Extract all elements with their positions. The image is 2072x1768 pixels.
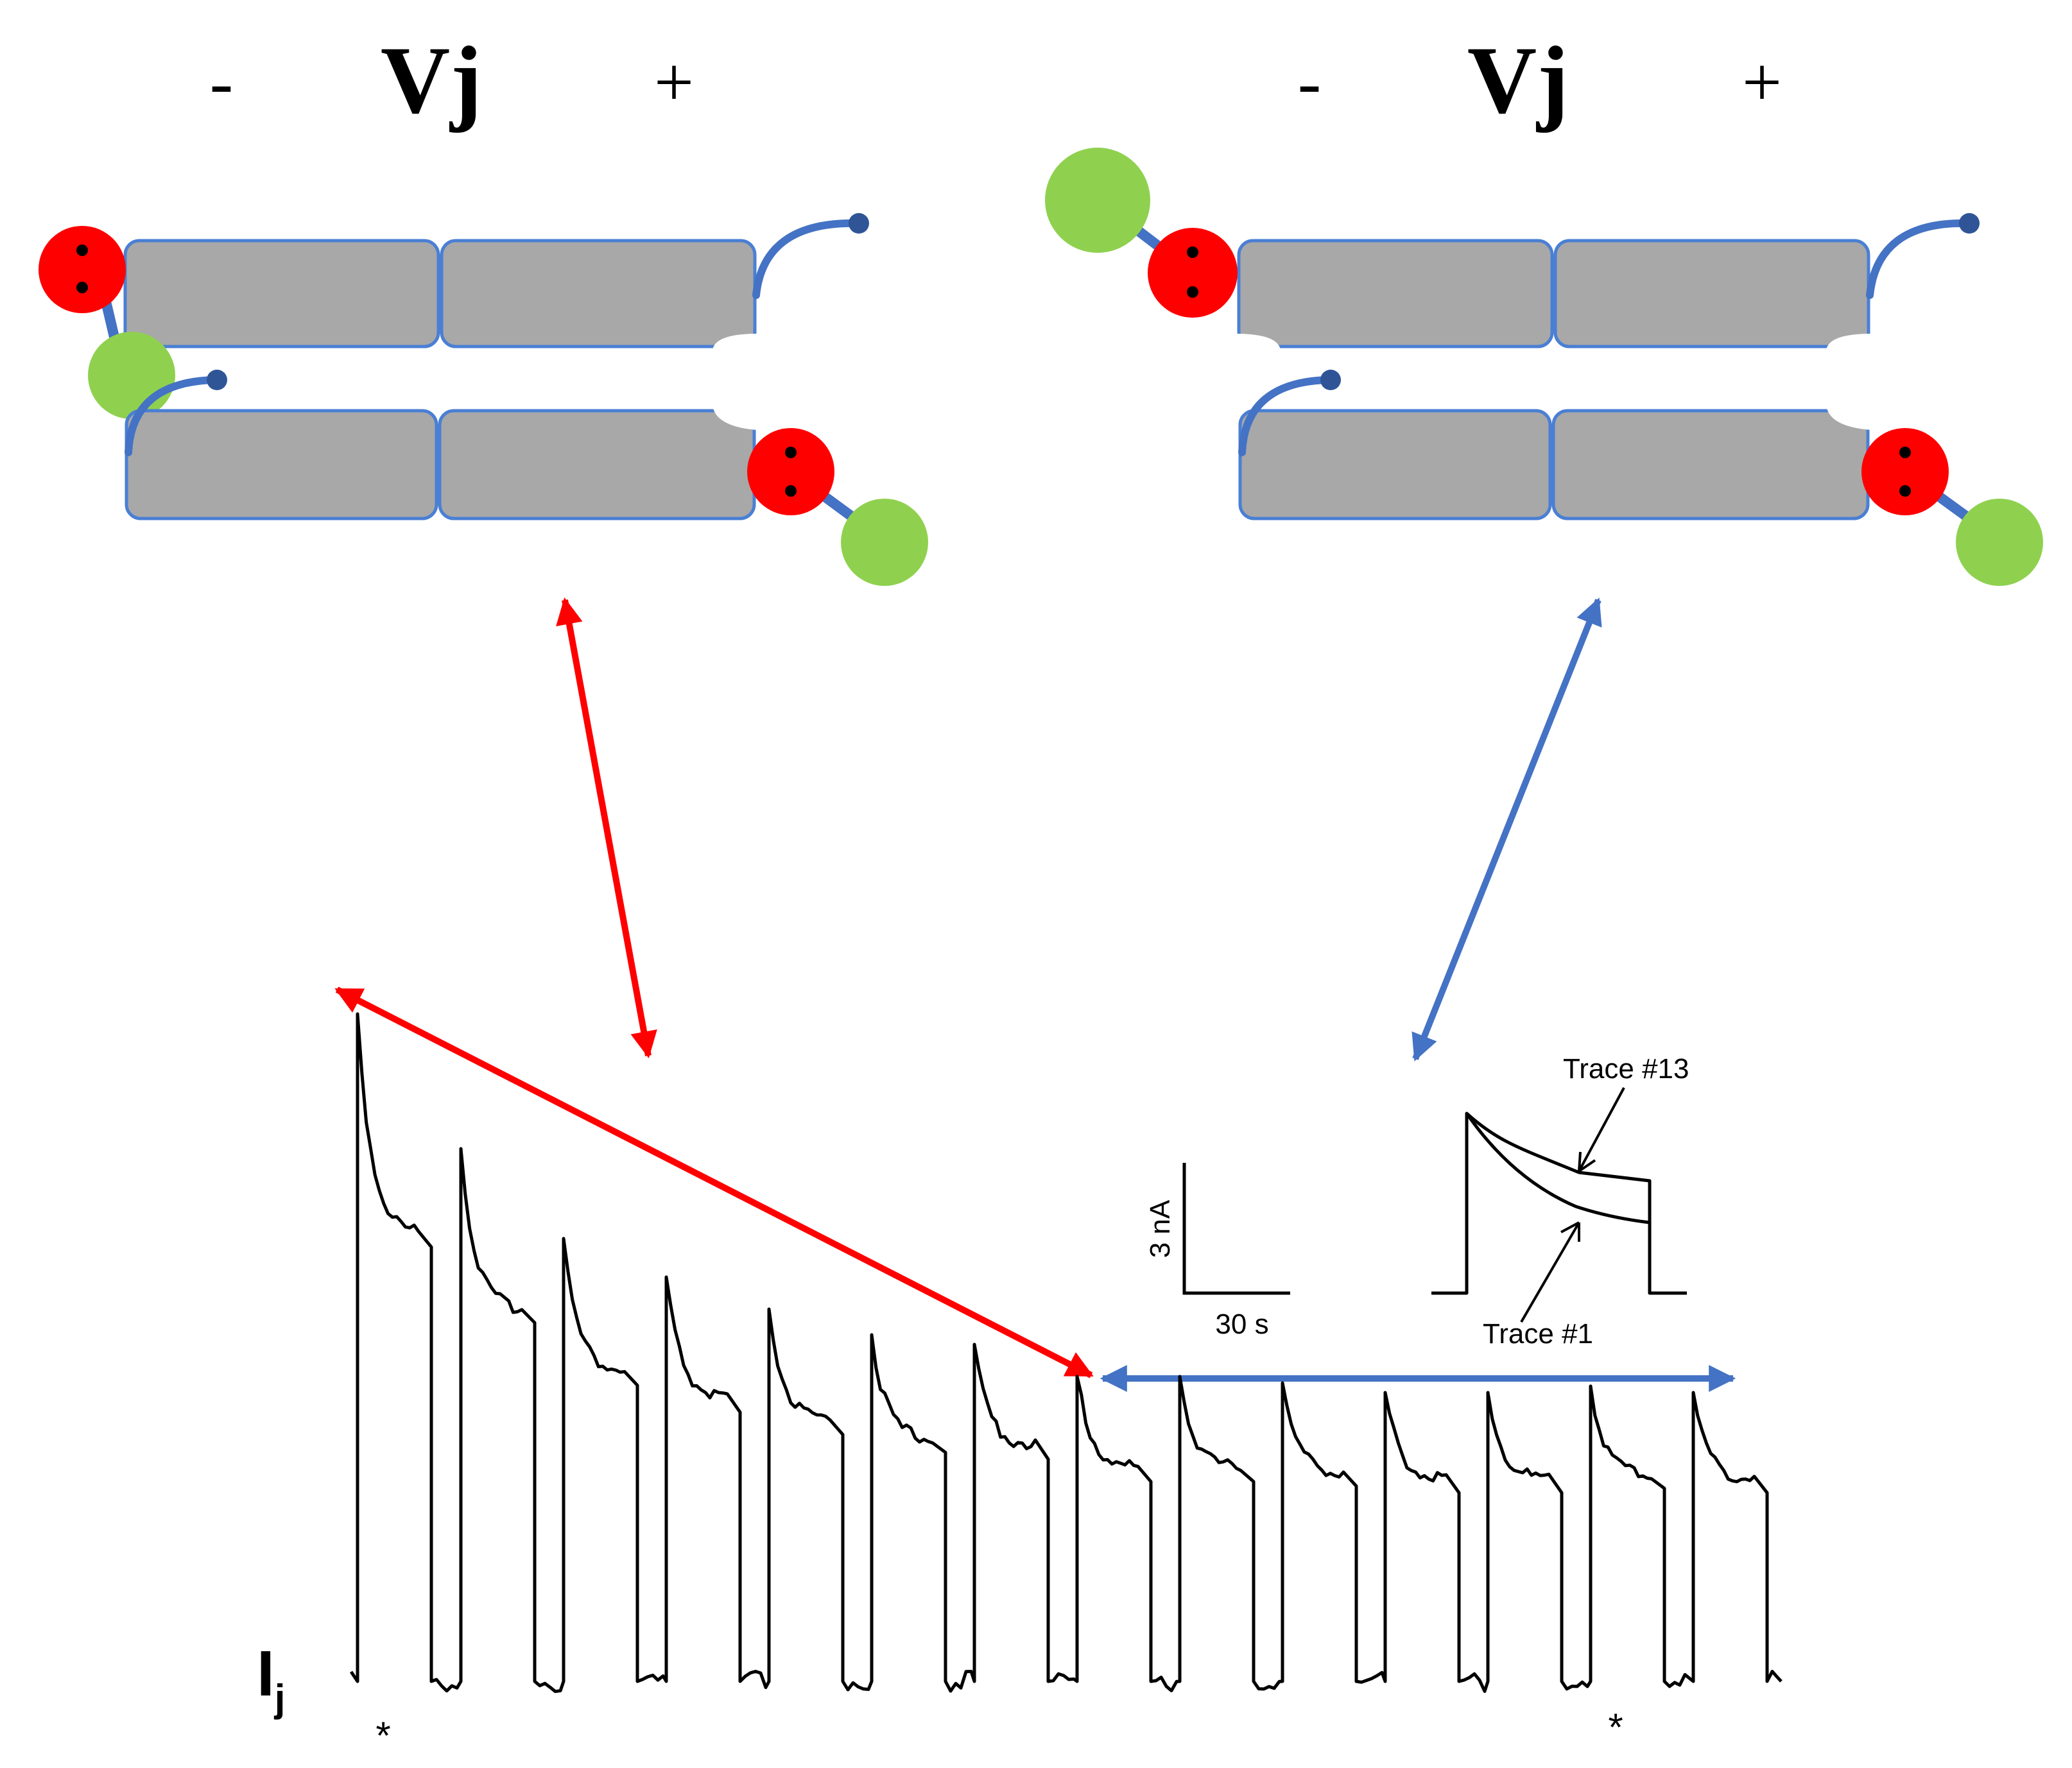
first-trace-marker: * xyxy=(376,1714,390,1757)
trace-1-label: Trace #1 xyxy=(1483,1318,1593,1350)
junctional-current-trace xyxy=(349,1012,1783,1694)
inset-comparison: 3 nA 30 s Trace #13 Trace #1 xyxy=(1144,1053,1689,1350)
right-top-gate-notch-right xyxy=(1826,334,1871,350)
left-bottom-connexin-b xyxy=(438,409,756,520)
trace-1-pointer-head xyxy=(1560,1221,1580,1242)
right-bottom-connexin-a xyxy=(1238,409,1552,520)
right-top-connexin-b xyxy=(1553,239,1870,348)
right-bottom-tether-arm xyxy=(1238,376,1333,456)
left-top-red-domain xyxy=(39,226,126,313)
inset-trace-1 xyxy=(1465,1112,1650,1224)
right-vj-label: Vj xyxy=(1467,27,1569,133)
right-bottom-gate-notch xyxy=(1826,406,1871,430)
right-bottom-green-domain xyxy=(1956,499,2043,586)
right-top-red-domain xyxy=(1148,228,1238,318)
right-bottom-red-dot-1 xyxy=(1899,447,1911,458)
right-bottom-red-dot-2 xyxy=(1899,485,1911,497)
left-bottom-red-domain xyxy=(747,428,834,515)
right-top-green-domain xyxy=(1045,148,1150,253)
right-bottom-tether-knob xyxy=(1320,370,1341,390)
left-top-gate-notch xyxy=(712,334,757,350)
right-bottom-connexin-b xyxy=(1551,409,1870,520)
right-top-hemichannel xyxy=(1045,148,1980,350)
left-bottom-red-dot-2 xyxy=(785,485,797,497)
left-bottom-gate-notch xyxy=(712,406,757,430)
left-top-tether-knob xyxy=(849,213,869,234)
right-top-tether-arm xyxy=(1866,219,1971,299)
scale-bar-y-label: 3 nA xyxy=(1144,1199,1176,1258)
right-minus-sign: - xyxy=(1298,43,1322,121)
right-panel: - Vj + xyxy=(1045,27,2043,586)
left-minus-sign: - xyxy=(210,43,234,121)
right-bottom-hemichannel xyxy=(1238,370,2043,586)
left-bottom-tether-arm xyxy=(125,376,219,456)
ij-axis-label: Ij xyxy=(257,1638,285,1720)
last-trace-marker: * xyxy=(1608,1706,1623,1749)
trace-13-label: Trace #13 xyxy=(1563,1053,1689,1085)
right-top-tether-knob xyxy=(1959,213,1980,234)
left-vj-label: Vj xyxy=(381,27,482,133)
left-panel: - Vj + xyxy=(39,27,928,586)
left-bottom-red-dot-1 xyxy=(785,447,797,458)
left-top-connexin-b xyxy=(440,239,757,348)
scale-bar-x-label: 30 s xyxy=(1215,1309,1268,1340)
right-top-connexin-a xyxy=(1237,239,1554,348)
right-top-red-dot-1 xyxy=(1187,246,1198,258)
blue-connector-arrow xyxy=(1412,597,1602,1061)
right-top-gate-notch-left xyxy=(1236,334,1281,350)
left-top-green-domain xyxy=(88,332,175,419)
right-top-red-dot-2 xyxy=(1187,286,1198,298)
ij-label-main: I xyxy=(257,1638,275,1710)
scale-bar xyxy=(1182,1163,1290,1295)
inset-trace-13 xyxy=(1431,1111,1687,1295)
left-bottom-green-domain xyxy=(841,499,928,586)
left-plus-sign: + xyxy=(654,43,694,121)
trace-1-pointer xyxy=(1520,1221,1580,1323)
right-bottom-red-domain xyxy=(1861,428,1949,515)
left-top-red-dot-1 xyxy=(76,245,88,256)
red-connector-arrow xyxy=(556,597,657,1059)
trace-13-pointer-head xyxy=(1578,1151,1596,1172)
left-bottom-connexin-a xyxy=(125,409,438,520)
left-bottom-tether-knob xyxy=(207,370,227,390)
ij-label-subscript: j xyxy=(274,1677,286,1720)
left-top-connexin-a xyxy=(123,239,440,348)
right-plus-sign: + xyxy=(1742,43,1782,121)
left-top-red-dot-2 xyxy=(76,282,88,293)
left-top-tether-arm xyxy=(752,219,861,299)
left-bottom-hemichannel xyxy=(125,370,928,586)
red-decay-arrow xyxy=(334,986,1094,1378)
trace-13-pointer xyxy=(1578,1087,1625,1172)
